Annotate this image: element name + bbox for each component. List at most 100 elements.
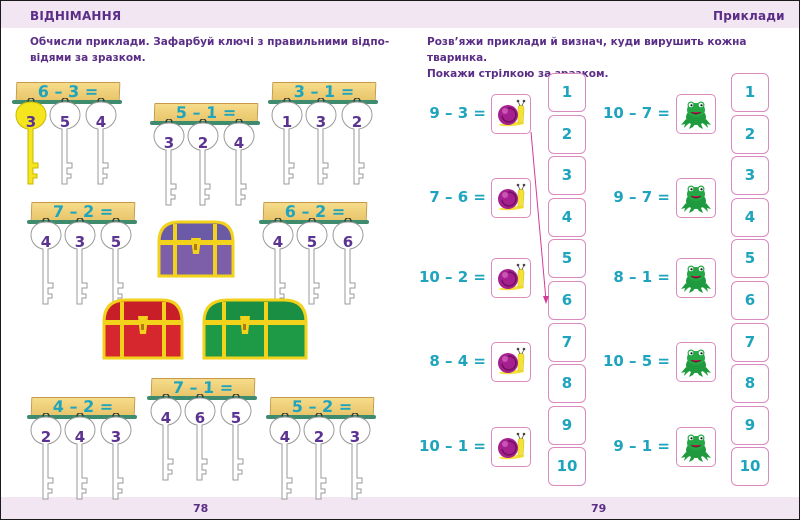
snail-box[interactable] bbox=[491, 342, 531, 382]
answer-number: 8 bbox=[561, 374, 573, 393]
answer-box[interactable]: 5 bbox=[548, 239, 586, 279]
answer-box[interactable]: 9 bbox=[548, 405, 586, 445]
answer-key[interactable]: 5 bbox=[48, 98, 82, 188]
answer-key[interactable]: 2 bbox=[29, 413, 63, 503]
answer-key[interactable]: 3 bbox=[63, 218, 97, 308]
frog-box[interactable] bbox=[676, 94, 716, 134]
frog-box[interactable] bbox=[676, 427, 716, 467]
answer-key[interactable]: 6 bbox=[183, 394, 217, 484]
right-instruction-line1: Розв’яжи приклади й визнач, куди вирушит… bbox=[427, 36, 747, 64]
answer-box[interactable]: 3 bbox=[731, 156, 769, 196]
key-icon bbox=[220, 394, 252, 481]
left-instruction-line2: відями за зразком. bbox=[30, 52, 146, 64]
answer-box[interactable]: 4 bbox=[548, 197, 586, 237]
answer-box[interactable]: 3 bbox=[548, 156, 586, 196]
key-icon bbox=[332, 218, 364, 305]
right-section-title: Приклади bbox=[713, 9, 785, 23]
equation: 7 – 6 = bbox=[429, 188, 486, 206]
key-icon bbox=[296, 218, 328, 305]
answer-box[interactable]: 7 bbox=[731, 322, 769, 362]
answer-box[interactable]: 1 bbox=[548, 73, 586, 112]
key-icon bbox=[305, 98, 337, 185]
answer-box[interactable]: 9 bbox=[731, 405, 769, 445]
answer-box[interactable]: 8 bbox=[731, 364, 769, 404]
answer-box[interactable]: 10 bbox=[548, 447, 586, 487]
left-instruction-line1: Обчисли приклади. Зафарбуй ключі з прави… bbox=[30, 36, 390, 48]
answer-key[interactable]: 4 bbox=[84, 98, 118, 188]
key-number: 3 bbox=[349, 428, 361, 446]
key-icon bbox=[30, 218, 62, 305]
equation: 8 – 4 = bbox=[429, 352, 486, 370]
snail-box[interactable] bbox=[491, 258, 531, 298]
snail-icon bbox=[498, 183, 526, 211]
snail-box[interactable] bbox=[491, 94, 531, 134]
answer-key[interactable]: 5 bbox=[295, 218, 329, 308]
answer-key[interactable]: 1 bbox=[270, 98, 304, 188]
answer-key[interactable]: 4 bbox=[222, 119, 256, 209]
left-page-number: 78 bbox=[193, 502, 209, 515]
answer-number: 10 bbox=[739, 457, 761, 476]
answer-box[interactable]: 2 bbox=[548, 114, 586, 154]
answer-box[interactable]: 4 bbox=[731, 197, 769, 237]
right-page-number: 79 bbox=[591, 502, 607, 515]
chest-red[interactable] bbox=[100, 296, 186, 362]
key-number: 2 bbox=[351, 113, 363, 131]
answer-number: 4 bbox=[561, 207, 573, 226]
frog-box[interactable] bbox=[676, 342, 716, 382]
answer-box[interactable]: 5 bbox=[731, 239, 769, 279]
answer-key[interactable]: 5 bbox=[219, 394, 253, 484]
answer-key[interactable]: 4 bbox=[261, 218, 295, 308]
key-icon bbox=[187, 119, 219, 206]
answer-box[interactable]: 7 bbox=[548, 322, 586, 362]
answer-key[interactable]: 3 bbox=[338, 413, 372, 503]
answer-key[interactable]: 3 bbox=[99, 413, 133, 503]
answer-key[interactable]: 3 bbox=[14, 98, 48, 188]
frog-icon bbox=[681, 349, 711, 377]
answer-key[interactable]: 3 bbox=[304, 98, 338, 188]
answer-key[interactable]: 2 bbox=[302, 413, 336, 503]
key-icon bbox=[303, 413, 335, 500]
snail-icon bbox=[498, 99, 526, 127]
chest-icon bbox=[157, 220, 235, 278]
key-number: 5 bbox=[59, 113, 71, 131]
answer-box[interactable]: 6 bbox=[548, 281, 586, 320]
key-number: 2 bbox=[313, 428, 325, 446]
key-number: 3 bbox=[110, 428, 122, 446]
snail-icon bbox=[498, 347, 526, 375]
answer-key[interactable]: 2 bbox=[340, 98, 374, 188]
equation: 10 – 7 = bbox=[602, 104, 670, 122]
chest-green[interactable] bbox=[200, 296, 310, 362]
key-number: 3 bbox=[74, 233, 86, 251]
answer-box[interactable]: 1 bbox=[731, 73, 769, 112]
answer-box[interactable]: 8 bbox=[548, 364, 586, 404]
answer-number: 5 bbox=[744, 249, 756, 268]
snail-box[interactable] bbox=[491, 178, 531, 218]
frog-box[interactable] bbox=[676, 258, 716, 298]
equation: 9 – 3 = bbox=[429, 104, 486, 122]
equation: 9 – 7 = bbox=[613, 188, 670, 206]
answer-key[interactable]: 5 bbox=[99, 218, 133, 308]
answer-box[interactable]: 6 bbox=[731, 281, 769, 320]
chest-purple[interactable] bbox=[155, 218, 237, 280]
key-icon bbox=[269, 413, 301, 500]
frog-box[interactable] bbox=[676, 178, 716, 218]
answer-box[interactable]: 10 bbox=[731, 447, 769, 487]
frog-icon bbox=[681, 101, 711, 129]
answer-key[interactable]: 4 bbox=[63, 413, 97, 503]
answer-number: 1 bbox=[561, 83, 573, 101]
answer-box[interactable]: 2 bbox=[731, 114, 769, 154]
key-icon bbox=[30, 413, 62, 500]
key-icon bbox=[339, 413, 371, 500]
snail-box[interactable] bbox=[491, 427, 531, 467]
key-icon bbox=[341, 98, 373, 185]
snail-icon bbox=[498, 263, 526, 291]
answer-key[interactable]: 4 bbox=[149, 394, 183, 484]
answer-key[interactable]: 2 bbox=[186, 119, 220, 209]
answer-key[interactable]: 4 bbox=[268, 413, 302, 503]
answer-key[interactable]: 4 bbox=[29, 218, 63, 308]
answer-key[interactable]: 3 bbox=[152, 119, 186, 209]
answer-key[interactable]: 6 bbox=[331, 218, 365, 308]
key-number: 4 bbox=[95, 113, 107, 131]
